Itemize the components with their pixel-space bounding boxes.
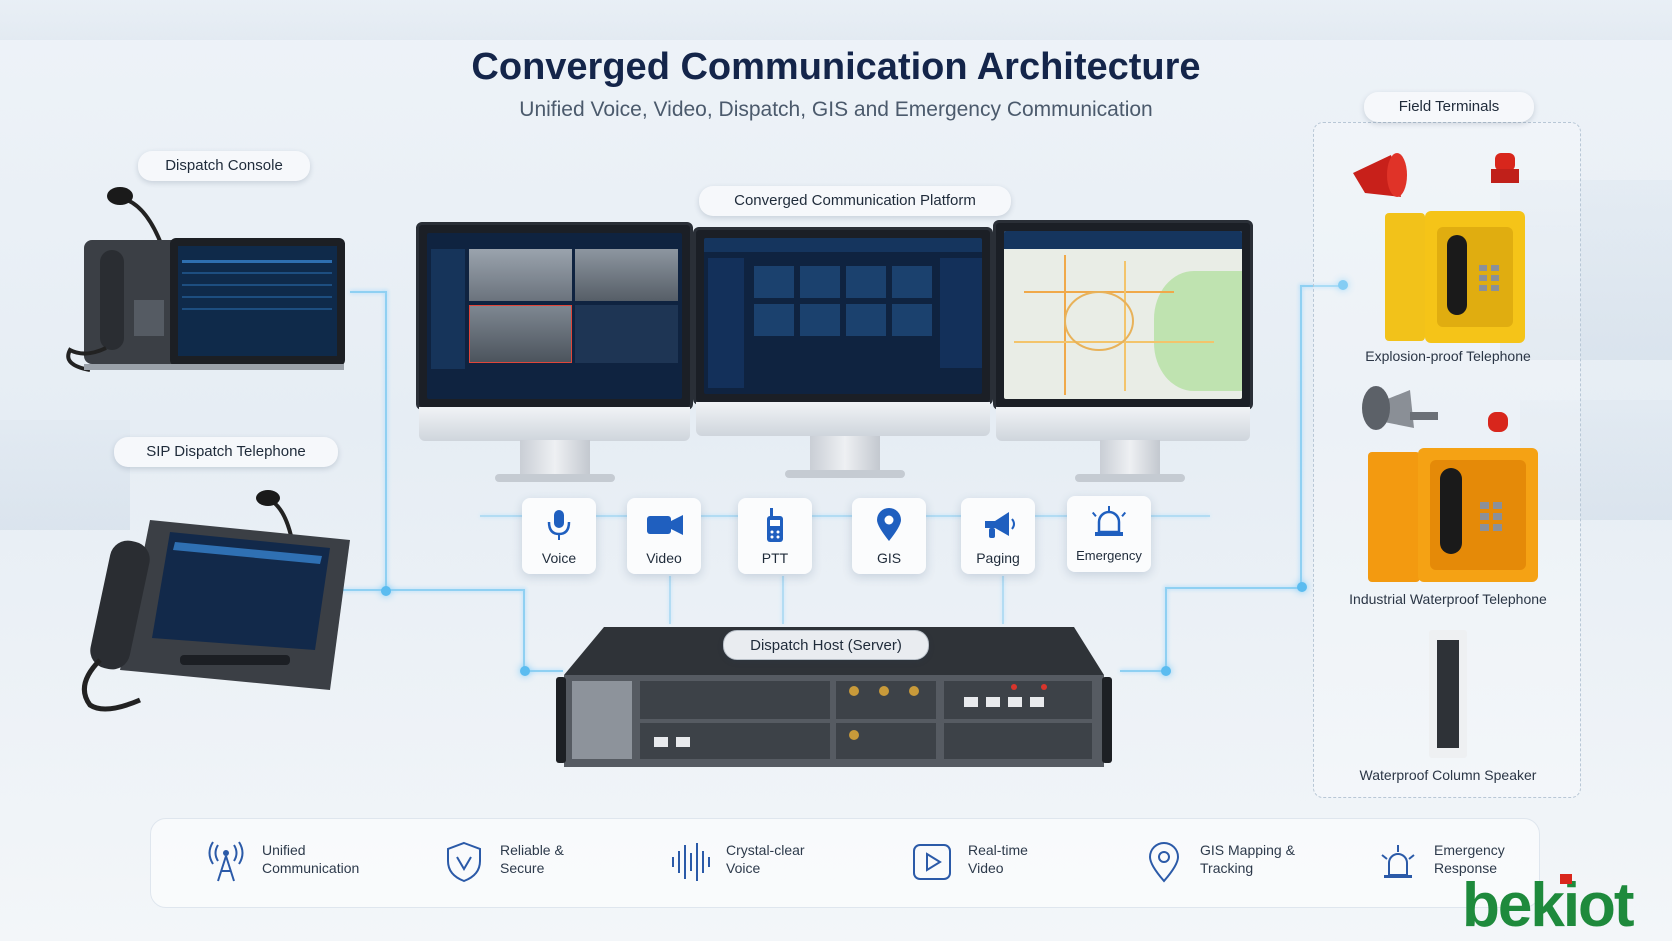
svg-text:bekiot: bekiot [1462,871,1634,938]
function-label: Paging [976,550,1020,566]
siren-icon [1381,845,1415,878]
function-gis[interactable]: GIS [852,498,926,574]
field-terminal-caption: Waterproof Column Speaker [1359,767,1537,783]
feature-line1: GIS Mapping & [1200,842,1295,858]
industrial-waterproof-telephone-device [1340,372,1550,584]
sip-telephone-label: SIP Dispatch Telephone [114,437,338,467]
antenna-icon [208,841,244,882]
megaphone-icon [985,512,1015,538]
feature-line2: Video [968,860,1004,876]
explosion-proof-telephone-device [1345,145,1545,345]
dispatch-console-device [50,180,355,380]
function-label: GIS [876,550,902,566]
feature-line2: Secure [500,860,545,876]
function-label: Emergency [1076,548,1142,563]
feature-bar [150,818,1540,908]
shield-icon [447,841,481,883]
platform-label: Converged Communication Platform [699,186,1011,216]
function-voice[interactable]: Voice [522,498,596,574]
map-pin-icon [877,508,901,541]
siren-icon [1091,506,1127,536]
feature-line2: Response [1434,860,1498,876]
monitor-gis-map [993,220,1253,441]
function-label: Voice [541,550,577,566]
feature-line2: Voice [726,860,761,876]
page-title: Converged Communication Architecture [471,46,1201,88]
walkie-talkie-icon [767,508,783,542]
field-terminal-caption: Explosion-proof Telephone [1365,348,1531,364]
feature-line1: Unified [262,842,306,858]
microphone-icon [547,510,571,540]
dispatch-console-label: Dispatch Console [138,151,310,181]
field-terminal-caption: Industrial Waterproof Telephone [1349,591,1547,607]
feature-line2: Communication [262,860,360,876]
feature-line1: Reliable & [500,842,564,858]
feature-line1: Emergency [1434,842,1505,858]
function-paging[interactable]: Paging [961,498,1035,574]
sip-telephone-device [60,480,360,720]
waterproof-column-speaker-device [1425,630,1471,758]
waveform-icon [672,843,710,881]
dispatch-host-label: Dispatch Host (Server) [723,630,929,660]
feature-gis-mapping: GIS Mapping & Tracking [1144,841,1354,887]
page-subtitle: Unified Voice, Video, Dispatch, GIS and … [519,98,1153,121]
video-camera-icon [647,515,683,535]
function-label: Video [646,550,682,566]
feature-line1: Real-time [968,842,1028,858]
field-terminals-label: Field Terminals [1364,92,1534,122]
bekiot-logo: bekiot [1462,868,1667,940]
feature-reliable-secure: Reliable & Secure [444,841,644,887]
play-icon [913,844,951,880]
feature-line2: Tracking [1200,860,1254,876]
function-video[interactable]: Video [627,498,701,574]
function-emergency[interactable]: Emergency [1067,496,1151,572]
monitor-dispatch [693,227,993,436]
feature-line1: Crystal-clear [726,842,805,858]
location-icon [1148,842,1180,883]
function-ptt[interactable]: PTT [738,498,812,574]
function-label: PTT [761,550,789,566]
monitor-video [416,222,693,441]
